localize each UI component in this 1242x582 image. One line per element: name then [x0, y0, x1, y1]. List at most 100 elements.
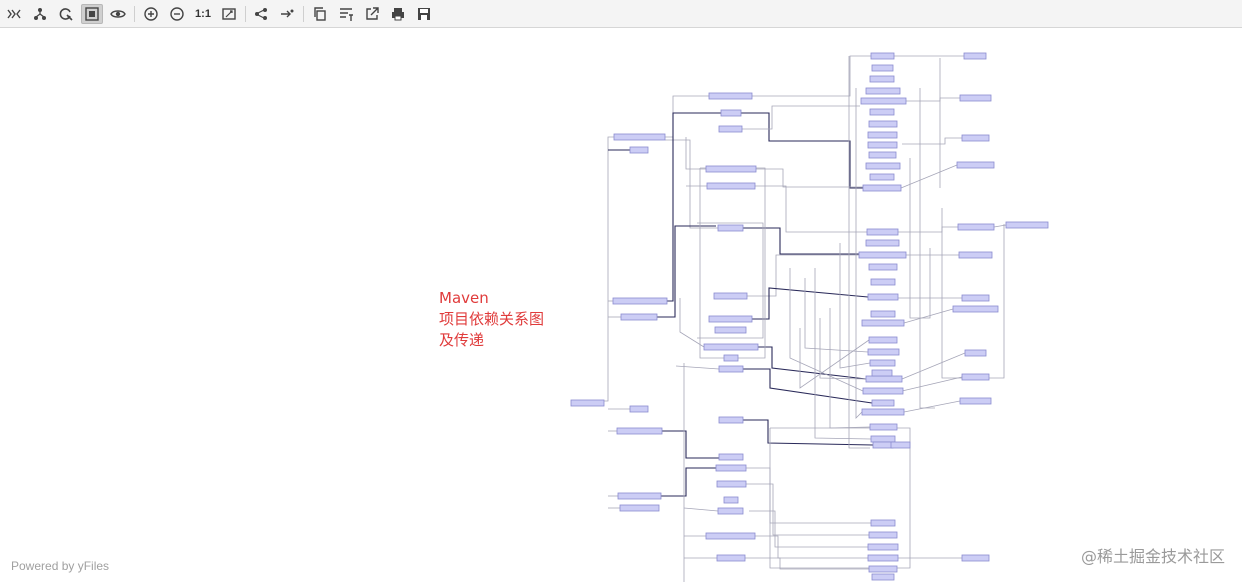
dependency-node[interactable] [860, 97, 907, 105]
dependency-node[interactable] [961, 134, 990, 142]
dependency-node[interactable] [723, 354, 739, 362]
dependency-node[interactable] [570, 399, 605, 407]
fit-content-button[interactable] [81, 4, 103, 24]
dependency-node[interactable] [963, 52, 987, 60]
dependency-node[interactable] [869, 359, 896, 367]
dependency-node[interactable] [612, 297, 668, 305]
dependency-node[interactable] [871, 399, 895, 407]
dependency-node[interactable] [706, 182, 756, 190]
dependency-node[interactable] [890, 441, 911, 449]
dependency-node[interactable] [720, 109, 742, 117]
dependency-node[interactable] [871, 573, 895, 581]
dependency-node[interactable] [961, 294, 990, 302]
dependency-node[interactable] [718, 453, 744, 461]
dependency-node[interactable] [870, 310, 896, 318]
dependency-graph[interactable] [0, 28, 1242, 582]
dependency-node[interactable] [869, 75, 895, 83]
dependency-node[interactable] [613, 133, 666, 141]
collapse-all-button[interactable] [3, 4, 25, 24]
dependency-node[interactable] [717, 507, 744, 515]
dependency-node[interactable] [716, 480, 747, 488]
dependency-node[interactable] [723, 496, 739, 504]
dependency-node[interactable] [861, 408, 905, 416]
dependency-node[interactable] [869, 173, 895, 181]
dependency-node[interactable] [959, 94, 992, 102]
print-button[interactable] [387, 4, 409, 24]
dependency-node[interactable] [866, 228, 899, 236]
dependency-node[interactable] [867, 348, 900, 356]
dependency-node[interactable] [869, 423, 898, 431]
zoom-out-button[interactable] [166, 4, 188, 24]
dependency-node[interactable] [865, 375, 903, 383]
dependency-node[interactable] [718, 365, 744, 373]
text-filter-button[interactable] [335, 4, 357, 24]
actual-size-button[interactable]: 1:1 [192, 4, 214, 24]
diagram-canvas[interactable] [0, 28, 1242, 582]
dependency-node[interactable] [870, 435, 896, 443]
dependency-node[interactable] [861, 319, 905, 327]
dependency-node[interactable] [620, 313, 658, 321]
dependency-node[interactable] [868, 263, 898, 271]
view-options-button[interactable] [107, 4, 129, 24]
dependency-node[interactable] [1005, 221, 1049, 229]
dependency-node[interactable] [958, 251, 993, 259]
dependency-node[interactable] [961, 373, 990, 381]
dependency-node[interactable] [705, 165, 757, 173]
dependency-node[interactable] [867, 293, 899, 301]
dependency-node[interactable] [862, 387, 904, 395]
export-button[interactable] [361, 4, 383, 24]
dependency-node[interactable] [629, 405, 649, 413]
dependency-node[interactable] [869, 108, 895, 116]
dependency-node[interactable] [867, 554, 899, 562]
dependency-node[interactable] [617, 492, 662, 500]
dependency-node[interactable] [718, 125, 743, 133]
dependency-node[interactable] [715, 464, 747, 472]
dependency-node[interactable] [717, 224, 744, 232]
dependency-node[interactable] [952, 305, 999, 313]
dependency-node[interactable] [858, 251, 907, 259]
dependency-node[interactable] [629, 146, 649, 154]
dependency-edge [789, 268, 864, 392]
dependency-node[interactable] [862, 184, 902, 192]
dependency-node[interactable] [959, 397, 992, 405]
show-neighbors-button[interactable] [250, 4, 272, 24]
dependency-node[interactable] [868, 336, 898, 344]
dependency-node[interactable] [956, 161, 995, 169]
dependency-node[interactable] [867, 131, 898, 139]
dependency-node[interactable] [870, 519, 896, 527]
dependency-node[interactable] [703, 343, 759, 351]
dependency-node[interactable] [616, 427, 663, 435]
dependency-node[interactable] [619, 504, 660, 512]
dependency-node[interactable] [868, 151, 897, 159]
dependency-node[interactable] [714, 326, 747, 334]
dependency-node[interactable] [718, 416, 744, 424]
dependency-node[interactable] [868, 120, 898, 128]
dependency-node[interactable] [705, 532, 756, 540]
dependency-node[interactable] [713, 292, 748, 300]
dependency-node[interactable] [865, 87, 901, 95]
dependency-node[interactable] [716, 554, 746, 562]
show-paths-button[interactable] [276, 4, 298, 24]
dependency-node[interactable] [871, 64, 894, 72]
dependency-node[interactable] [870, 278, 896, 286]
dependency-node[interactable] [868, 565, 898, 573]
save-button[interactable] [413, 4, 435, 24]
dependency-node[interactable] [867, 543, 899, 551]
dependency-node[interactable] [964, 349, 987, 357]
hierarchy-layout-button[interactable] [29, 4, 51, 24]
dependency-node[interactable] [871, 369, 893, 377]
dependency-node[interactable] [868, 531, 898, 539]
refresh-layout-button[interactable] [55, 4, 77, 24]
dependency-node[interactable] [865, 239, 900, 247]
dependency-node[interactable] [708, 92, 753, 100]
copy-button[interactable] [309, 4, 331, 24]
dependency-node[interactable] [867, 141, 898, 149]
dependency-node[interactable] [870, 52, 895, 60]
zoom-in-button[interactable] [140, 4, 162, 24]
dependency-node[interactable] [865, 162, 901, 170]
dependency-node[interactable] [957, 223, 995, 231]
dependency-node[interactable] [872, 441, 894, 449]
dependency-node[interactable] [961, 554, 990, 562]
fit-page-button[interactable] [218, 4, 240, 24]
dependency-node[interactable] [708, 315, 753, 323]
